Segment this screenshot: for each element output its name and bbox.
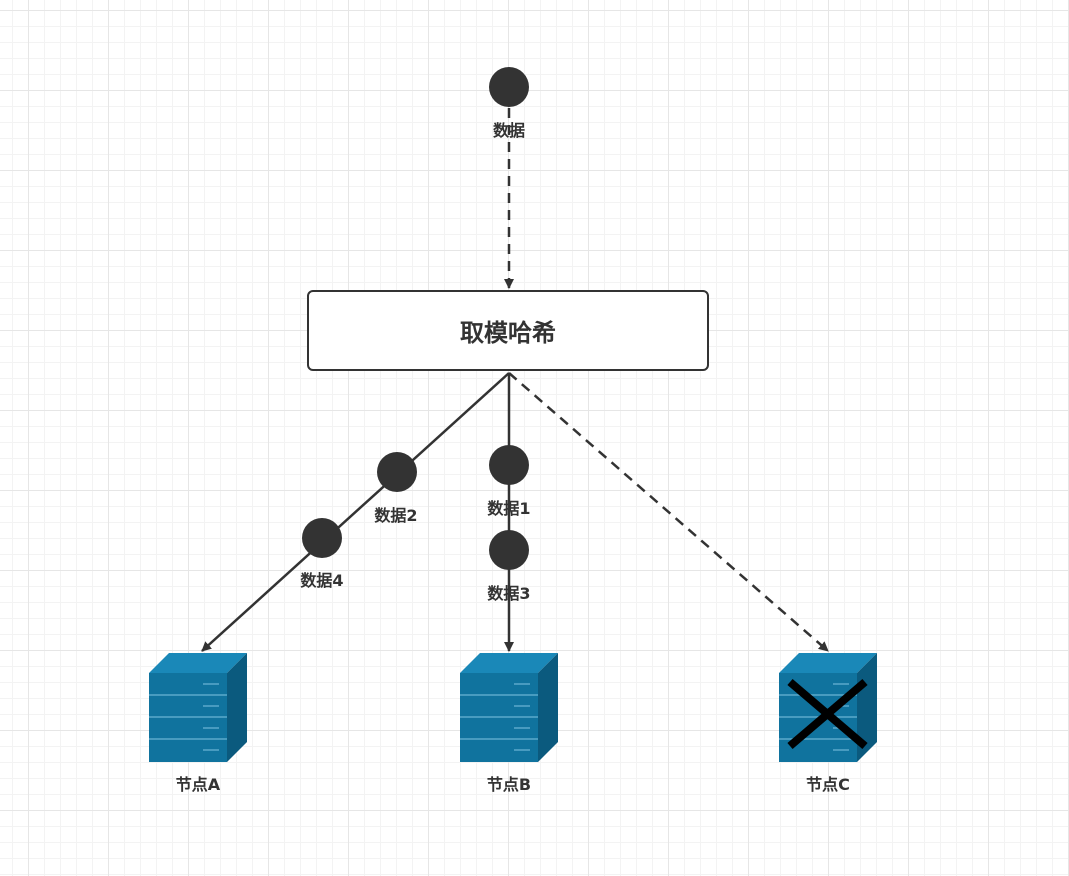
node-b-label: 节点B [487, 775, 531, 794]
edge-to-node-a [201, 372, 510, 652]
offline-x-icon [787, 678, 868, 750]
hash-box-label: 取模哈希 [460, 319, 556, 347]
data-dot-2 [377, 452, 417, 492]
data-dot-3 [489, 530, 529, 570]
data-label-4: 数据4 [300, 571, 343, 590]
input-data-label: 数据 [493, 121, 525, 140]
data-dot-4 [302, 518, 342, 558]
data-label-2: 数据2 [374, 506, 417, 525]
data-label-1: 数据1 [487, 499, 530, 518]
edge-to-node-c [508, 372, 829, 652]
hash-box: 取模哈希 [307, 290, 709, 371]
data-label-3: 数据3 [487, 584, 530, 603]
input-data-dot [489, 67, 529, 107]
server-icon-node-a [149, 653, 247, 762]
data-dot-1 [489, 445, 529, 485]
node-a-label: 节点A [176, 775, 221, 794]
server-icon-node-b [460, 653, 558, 762]
node-c-label: 节点C [806, 775, 850, 794]
